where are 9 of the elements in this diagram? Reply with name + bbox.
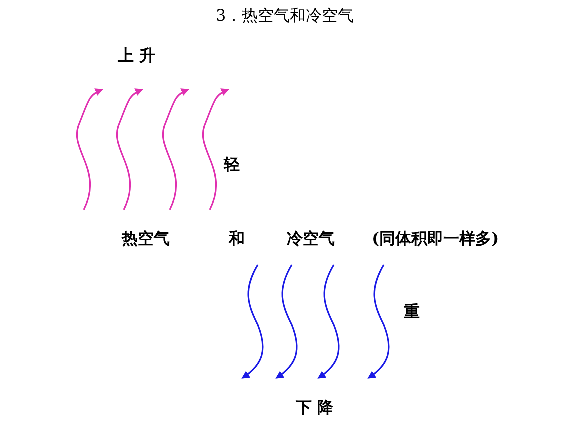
note: (同体积即一样多) xyxy=(372,229,500,250)
hot-air-label: 热空气 xyxy=(122,229,170,250)
heavy-label: 重 xyxy=(404,302,420,323)
cold-air-label: 冷空气 xyxy=(287,229,335,250)
sinking-label: 下 降 xyxy=(296,398,334,419)
conjunction-label: 和 xyxy=(229,229,245,250)
rising-label: 上 升 xyxy=(118,46,156,67)
light-label: 轻 xyxy=(224,155,240,176)
title: 3．热空气和冷空气 xyxy=(216,6,354,27)
